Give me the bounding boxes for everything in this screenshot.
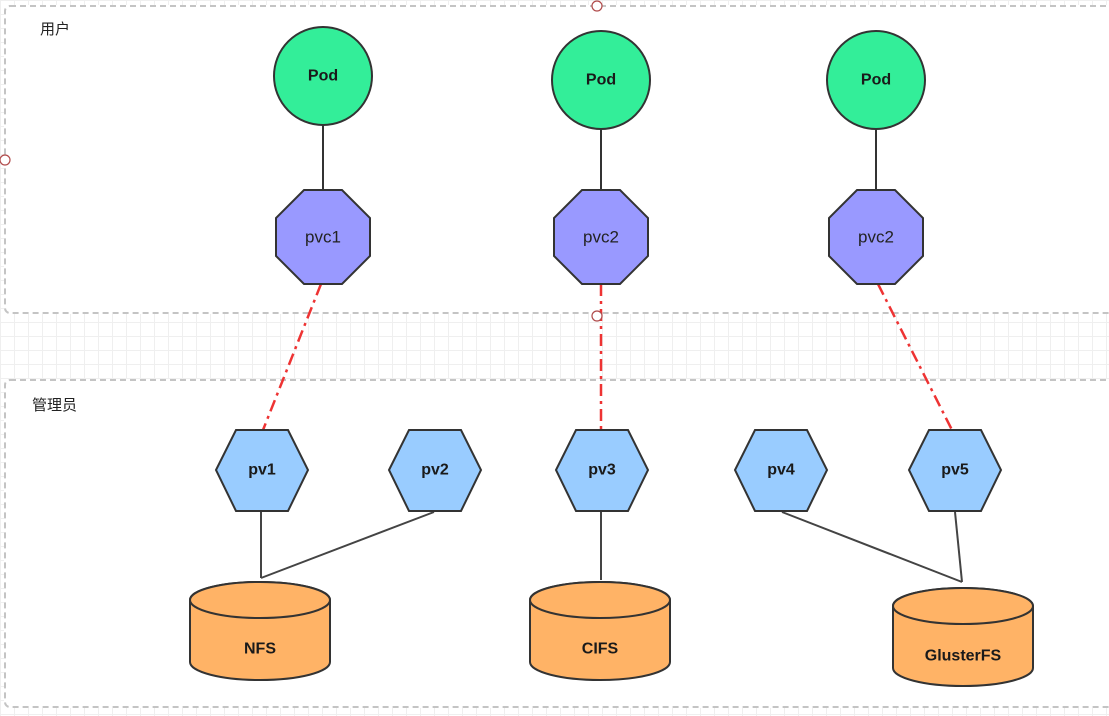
selection-handle-left[interactable] <box>0 154 11 166</box>
pvc-node[interactable]: pvc2 <box>828 189 924 285</box>
pv5-glusterfs-connector <box>954 511 963 583</box>
pv-node[interactable]: pv3 <box>554 429 650 512</box>
storage-cylinder-top <box>892 587 1034 625</box>
storage-cylinder-top <box>189 581 331 619</box>
selection-handle-bottom[interactable] <box>591 310 603 322</box>
pvc1-pv1-binding <box>261 283 323 431</box>
pod-shape <box>273 26 373 126</box>
pv-node[interactable]: pv5 <box>907 429 1003 512</box>
pvc-shape <box>828 189 924 285</box>
storage-label: GlusterFS <box>925 648 1002 665</box>
pvc-node[interactable]: pvc2 <box>553 189 649 285</box>
pod-label: Pod <box>861 72 891 89</box>
storage-label: CIFS <box>582 641 619 658</box>
storage-label: NFS <box>244 641 276 658</box>
pod-node[interactable]: Pod <box>551 30 651 130</box>
pv-label: pv3 <box>588 462 616 479</box>
pod-shape <box>551 30 651 130</box>
pvc-pv-bindings <box>261 283 954 431</box>
pv4-glusterfs-connector <box>781 511 963 583</box>
pv-label: pv5 <box>941 462 969 479</box>
pv-shape <box>387 429 483 512</box>
storage-node[interactable]: GlusterFS <box>892 587 1034 687</box>
pv-label: pv1 <box>248 462 276 479</box>
pv-shape <box>733 429 829 512</box>
selection-handle-top[interactable] <box>591 0 603 12</box>
pv-shape <box>214 429 310 512</box>
pv-storage-connectors <box>260 511 963 583</box>
storage-node[interactable]: CIFS <box>529 581 671 681</box>
pod-pvc-connectors <box>322 124 877 190</box>
pv-shape <box>554 429 650 512</box>
pvc-label: pvc2 <box>858 228 894 247</box>
pv2-nfs-connector <box>260 511 435 579</box>
storage-node[interactable]: NFS <box>189 581 331 681</box>
pvc3-pv5-binding <box>876 283 954 431</box>
pod-node[interactable]: Pod <box>826 30 926 130</box>
pod-label: Pod <box>586 72 616 89</box>
pvc-label: pvc2 <box>583 228 619 247</box>
user-group <box>4 5 1109 314</box>
admin-group-label: 管理员 <box>32 396 78 414</box>
pv-node[interactable]: pv2 <box>387 429 483 512</box>
pvc-node[interactable]: pvc1 <box>275 189 371 285</box>
pvc-label: pvc1 <box>305 228 341 247</box>
pv-shape <box>907 429 1003 512</box>
pv-node[interactable]: pv4 <box>733 429 829 512</box>
pvc-shape <box>275 189 371 285</box>
pv-label: pv2 <box>421 462 449 479</box>
storage-cylinder-top <box>529 581 671 619</box>
pv-node[interactable]: pv1 <box>214 429 310 512</box>
pod-node[interactable]: Pod <box>273 26 373 126</box>
pvc-shape <box>553 189 649 285</box>
pod-label: Pod <box>308 68 338 85</box>
user-group-label: 用户 <box>40 20 71 38</box>
pv-label: pv4 <box>767 462 795 479</box>
pod-shape <box>826 30 926 130</box>
